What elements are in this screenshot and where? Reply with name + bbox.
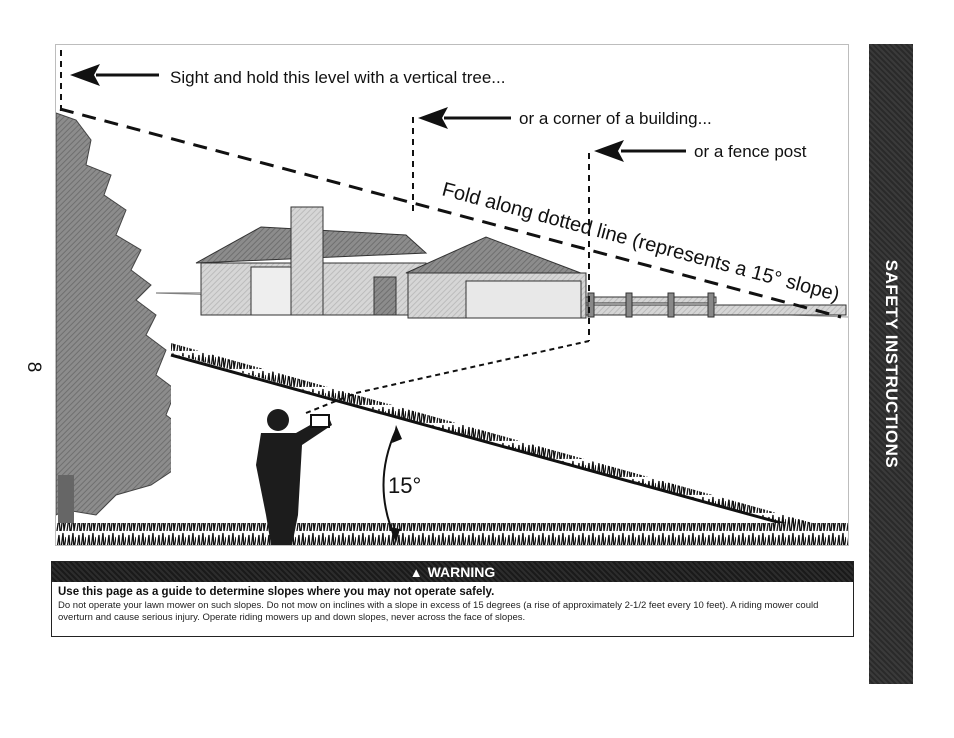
warning-box: ▲ WARNING Use this page as a guide to det…	[51, 561, 854, 637]
person-silhouette	[256, 409, 332, 545]
warning-title: WARNING	[427, 564, 496, 580]
warning-lead: Use this page as a guide to determine sl…	[58, 586, 495, 598]
slope-ground	[56, 343, 848, 545]
warning-header: ▲ WARNING	[52, 562, 853, 582]
page-number: 8	[23, 361, 44, 373]
arrow-building	[418, 107, 511, 129]
house-illustration	[156, 206, 587, 319]
fence-illustration	[585, 292, 847, 318]
side-tab-label: SAFETY INSTRUCTIONS	[882, 259, 901, 469]
warning-body: Do not operate your lawn mower on such s…	[58, 600, 819, 623]
callout-fence-text: or a fence post	[694, 142, 807, 161]
callout-building-text: or a corner of a building...	[519, 109, 712, 128]
angle-indicator	[382, 425, 402, 543]
tree-silhouette	[56, 112, 187, 545]
warning-triangle-icon: ▲	[409, 565, 423, 580]
arrow-fence	[594, 140, 686, 162]
callout-tree-text: Sight and hold this level with a vertica…	[170, 68, 505, 87]
angle-label: 15°	[388, 473, 421, 498]
slope-guide-illustration: Sight and hold this level with a vertica…	[55, 44, 849, 546]
fold-dotted-line	[59, 107, 842, 319]
safety-instructions-tab: SAFETY INSTRUCTIONS	[869, 44, 913, 684]
arrow-tree	[70, 64, 159, 86]
